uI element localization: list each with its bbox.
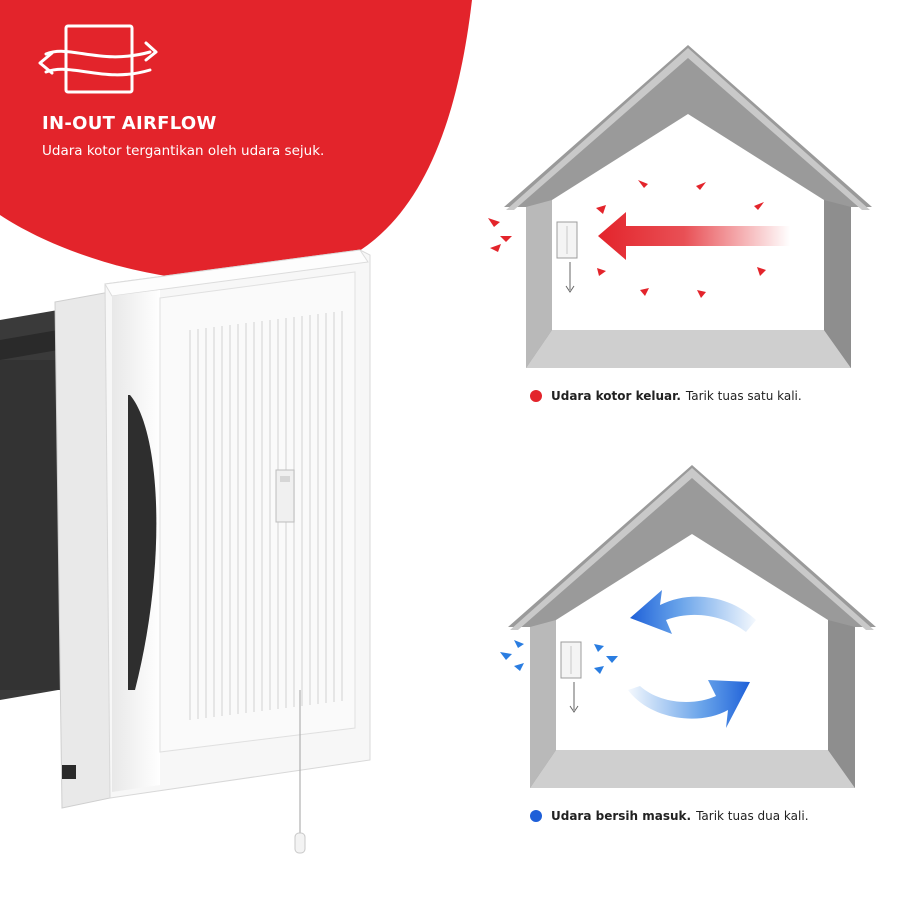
blue-arrow xyxy=(630,590,756,634)
feature-heading: IN-OUT AIRFLOW Udara kotor tergantikan o… xyxy=(42,112,462,160)
intake-mode-instruction: Tarik tuas dua kali. xyxy=(696,809,809,823)
exhaust-mode-instruction: Tarik tuas satu kali. xyxy=(685,389,802,403)
house-diagram-exhaust xyxy=(488,45,872,368)
exhaust-fan xyxy=(0,249,371,854)
intake-mode-caption: Udara bersih masuk. Tarik tuas dua kali. xyxy=(530,805,890,827)
red-background-shape xyxy=(0,0,472,282)
red-dot-icon xyxy=(530,390,542,402)
airflow-icon xyxy=(38,24,158,94)
exhaust-mode-label: Udara kotor keluar. xyxy=(551,389,681,403)
intake-mode-label: Udara bersih masuk. xyxy=(551,809,692,823)
feature-title: IN-OUT AIRFLOW xyxy=(42,113,217,134)
exhaust-mode-caption: Udara kotor keluar. Tarik tuas satu kali… xyxy=(530,385,890,407)
feature-subtitle: Udara kotor tergantikan oleh udara sejuk… xyxy=(42,143,325,159)
blue-dot-icon xyxy=(530,810,542,822)
blue-arrow xyxy=(628,680,750,728)
red-arrow xyxy=(598,212,790,260)
house-diagram-intake xyxy=(500,465,876,788)
